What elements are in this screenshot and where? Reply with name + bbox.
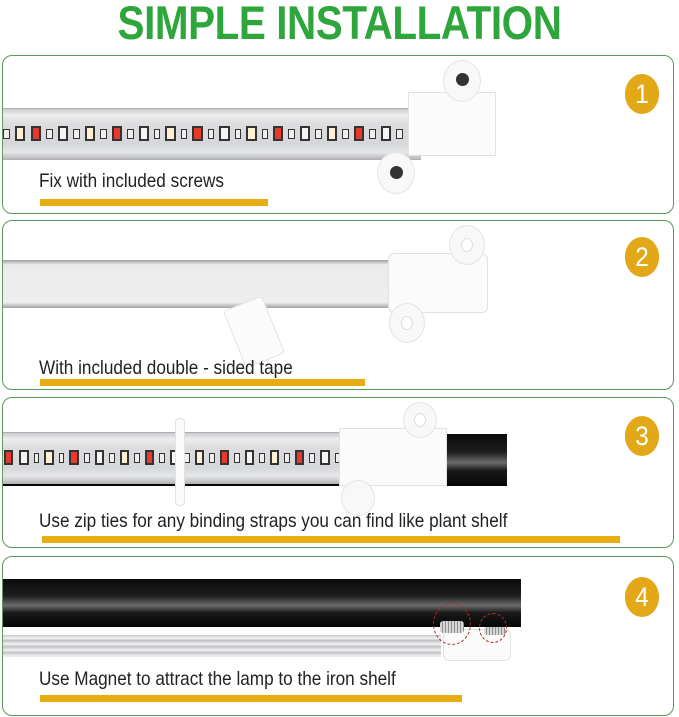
step-1-underline bbox=[40, 199, 268, 206]
screw-hole bbox=[461, 238, 473, 252]
screw-hole bbox=[401, 316, 413, 330]
screw-hole bbox=[414, 413, 426, 427]
led-chips bbox=[3, 123, 421, 144]
step-2-panel: 2 With included double - sided tape bbox=[2, 220, 674, 390]
magnet-highlight-circle bbox=[433, 603, 471, 645]
clip-ear-bottom bbox=[389, 303, 425, 343]
step-1-panel: 1 Fix with included screws bbox=[2, 55, 674, 214]
screw-icon bbox=[390, 166, 403, 179]
clip-ear-bottom bbox=[341, 480, 375, 516]
step-4-underline bbox=[40, 695, 462, 702]
step-1-caption: Fix with included screws bbox=[39, 170, 225, 192]
step-4-panel: 4 Use Magnet to attract the lamp to the … bbox=[2, 556, 674, 716]
step-3-panel: 3 Use zip ties for any binding straps yo… bbox=[2, 397, 674, 548]
zip-tie bbox=[175, 418, 185, 506]
magnet-highlight-circle bbox=[479, 613, 507, 643]
aluminum-profile bbox=[3, 260, 391, 308]
step-2-underline bbox=[40, 379, 365, 386]
step-1-badge: 1 bbox=[624, 74, 660, 114]
end-cap-clip bbox=[339, 428, 447, 486]
step-3-badge: 3 bbox=[624, 416, 660, 456]
step-3-caption: Use zip ties for any binding straps you … bbox=[39, 510, 508, 532]
screw-icon bbox=[456, 73, 469, 86]
step-3-underline bbox=[42, 536, 620, 543]
step-4-badge: 4 bbox=[624, 577, 660, 617]
aluminum-profile bbox=[3, 635, 441, 657]
step-2-caption: With included double - sided tape bbox=[39, 357, 293, 379]
end-cap-clip bbox=[408, 92, 496, 156]
step-2-badge: 2 bbox=[624, 237, 660, 277]
step-4-caption: Use Magnet to attract the lamp to the ir… bbox=[39, 668, 396, 690]
page-title: SIMPLE INSTALLATION bbox=[117, 0, 562, 49]
led-strip bbox=[3, 108, 421, 160]
